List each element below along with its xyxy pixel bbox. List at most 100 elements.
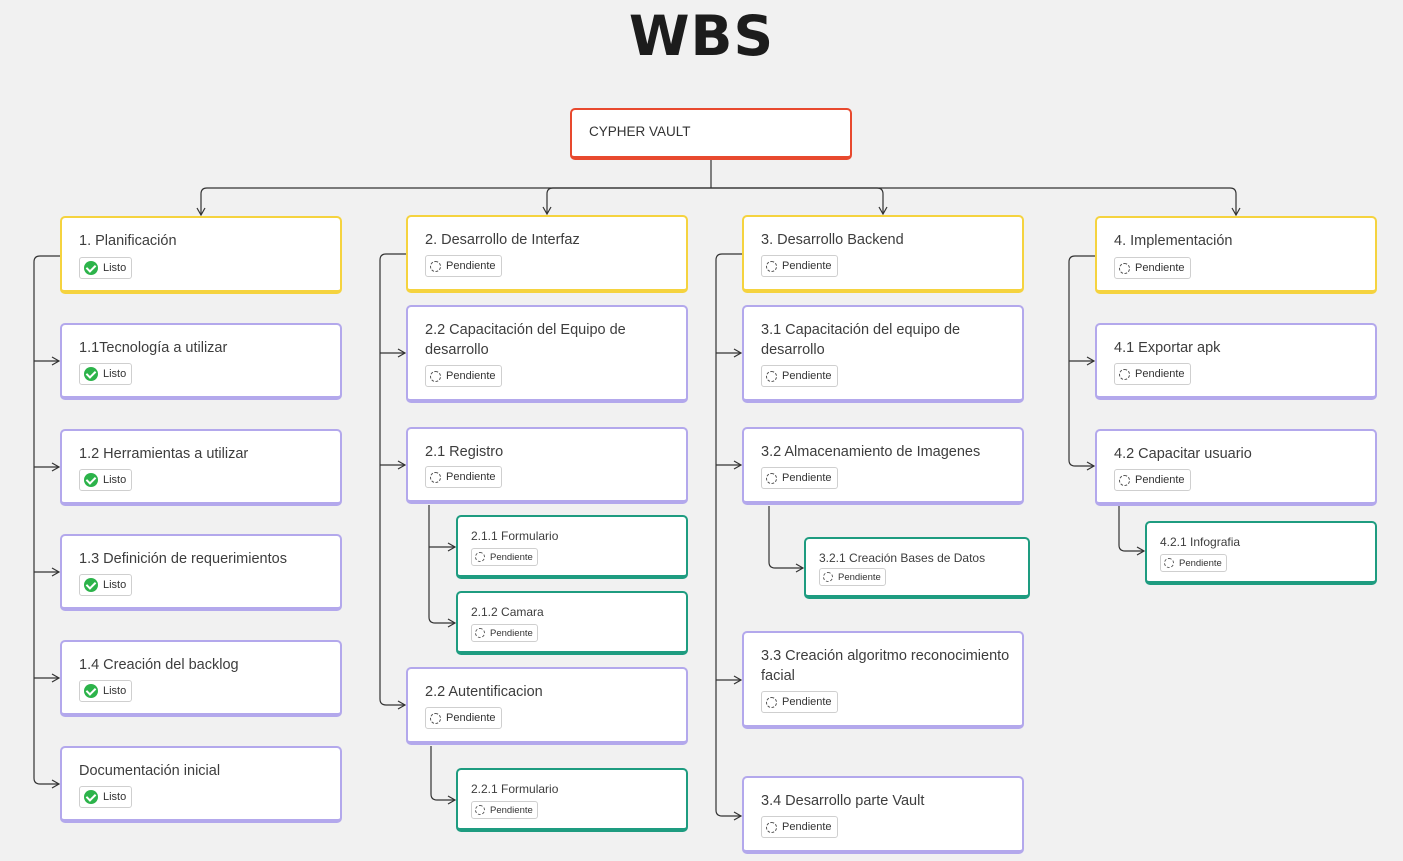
node-1-1[interactable]: 1.1Tecnología a utilizar Listo [60,323,342,400]
node-2-2-capacitacion[interactable]: 2.2 Capacitación del Equipo de desarroll… [406,305,688,403]
node-1-4[interactable]: 1.4 Creación del backlog Listo [60,640,342,717]
status-badge[interactable]: Pendiente [471,548,538,566]
node-3-3-algoritmo[interactable]: 3.3 Creación algoritmo reconocimiento fa… [742,631,1024,729]
node-2-2-1-formulario[interactable]: 2.2.1 Formulario Pendiente [456,768,688,832]
node-1-planificacion[interactable]: 1. Planificación Listo [60,216,342,294]
pending-circle-icon [430,260,441,272]
pending-circle-icon [475,805,485,815]
status-badge[interactable]: Pendiente [1114,469,1191,491]
status-text: Listo [103,579,127,591]
node-1-5[interactable]: Documentación inicial Listo [60,746,342,823]
pending-circle-icon [766,472,777,484]
pending-circle-icon [1119,368,1130,380]
check-circle-icon [84,684,98,698]
status-badge[interactable]: Pendiente [761,816,838,838]
node-label: 1.1Tecnología a utilizar [79,340,228,356]
status-text: Pendiente [838,571,881,583]
check-circle-icon [84,790,98,804]
node-label: 1.3 Definición de requerimientos [79,551,287,567]
node-4-implementacion[interactable]: 4. Implementación Pendiente [1095,216,1377,294]
pending-circle-icon [823,572,833,582]
status-text: Pendiente [446,712,496,724]
status-badge[interactable]: Pendiente [761,365,838,387]
status-text: Listo [103,474,127,486]
node-label: 3.3 Creación algoritmo reconocimiento fa… [761,648,1010,684]
node-2-1-registro[interactable]: 2.1 Registro Pendiente [406,427,688,504]
status-text: Pendiente [490,551,533,563]
status-badge[interactable]: Pendiente [761,467,838,489]
node-3-4-vault[interactable]: 3.4 Desarrollo parte Vault Pendiente [742,776,1024,854]
status-text: Pendiente [490,804,533,816]
node-4-1-exportar[interactable]: 4.1 Exportar apk Pendiente [1095,323,1377,400]
page-title: WBS [628,4,775,68]
pending-circle-icon [766,260,777,272]
status-badge[interactable]: Pendiente [425,365,502,387]
status-badge[interactable]: Listo [79,786,133,808]
node-label: 3.2 Almacenamiento de Imagenes [761,444,981,460]
node-label: 2.2.1 Formulario [471,782,559,796]
node-label: 2.1.1 Formulario [471,529,559,543]
node-label: CYPHER VAULT [589,124,691,139]
node-label: 2.1 Registro [425,444,504,460]
pending-circle-icon [766,821,777,833]
status-text: Pendiente [1135,368,1185,380]
status-badge[interactable]: Pendiente [425,466,502,488]
check-circle-icon [84,367,98,381]
node-label: 3.4 Desarrollo parte Vault [761,793,925,809]
pending-circle-icon [1119,474,1130,486]
status-text: Pendiente [446,370,496,382]
node-label: 3.1 Capacitación del equipo de desarroll… [761,322,961,358]
node-label: 1.4 Creación del backlog [79,657,239,673]
status-badge[interactable]: Pendiente [425,707,502,729]
node-1-3[interactable]: 1.3 Definición de requerimientos Listo [60,534,342,611]
status-badge[interactable]: Listo [79,574,133,596]
node-2-desarrollo-interfaz[interactable]: 2. Desarrollo de Interfaz Pendiente [406,215,688,293]
node-4-2-1-infografia[interactable]: 4.2.1 Infografia Pendiente [1145,521,1377,585]
status-badge[interactable]: Pendiente [1114,363,1191,385]
status-badge[interactable]: Listo [79,257,133,279]
pending-circle-icon [1164,558,1174,568]
status-badge[interactable]: Pendiente [471,801,538,819]
status-text: Listo [103,368,127,380]
node-label: 2.2 Capacitación del Equipo de desarroll… [425,322,626,358]
status-text: Pendiente [782,472,832,484]
node-3-desarrollo-backend[interactable]: 3. Desarrollo Backend Pendiente [742,215,1024,293]
status-badge[interactable]: Pendiente [425,255,502,277]
root-node[interactable]: CYPHER VAULT [570,108,852,160]
node-2-1-2-camara[interactable]: 2.1.2 Camara Pendiente [456,591,688,655]
status-text: Pendiente [782,696,832,708]
status-badge[interactable]: Listo [79,680,133,702]
pending-circle-icon [766,696,777,708]
node-3-2-1-bases-datos[interactable]: 3.2.1 Creación Bases de Datos Pendiente [804,537,1030,599]
node-3-1-capacitacion[interactable]: 3.1 Capacitación del equipo de desarroll… [742,305,1024,403]
status-text: Listo [103,791,127,803]
status-badge[interactable]: Pendiente [1114,257,1191,279]
status-badge[interactable]: Listo [79,363,133,385]
node-label: Documentación inicial [79,763,221,779]
status-badge[interactable]: Listo [79,469,133,491]
status-badge[interactable]: Pendiente [1160,554,1227,572]
node-label: 4.2.1 Infografia [1160,535,1241,549]
node-4-2-capacitar[interactable]: 4.2 Capacitar usuario Pendiente [1095,429,1377,506]
status-badge[interactable]: Pendiente [471,624,538,642]
node-label: 4.1 Exportar apk [1114,340,1221,356]
node-1-2[interactable]: 1.2 Herramientas a utilizar Listo [60,429,342,506]
node-2-2-autentificacion[interactable]: 2.2 Autentificacion Pendiente [406,667,688,745]
status-text: Pendiente [446,260,496,272]
node-label: 3. Desarrollo Backend [761,232,904,248]
status-text: Pendiente [782,370,832,382]
node-label: 4. Implementación [1114,233,1233,249]
pending-circle-icon [475,552,485,562]
node-label: 3.2.1 Creación Bases de Datos [819,551,986,565]
status-text: Pendiente [1135,262,1185,274]
status-text: Pendiente [1135,474,1185,486]
status-badge[interactable]: Pendiente [819,568,886,586]
status-text: Pendiente [1179,557,1222,569]
status-badge[interactable]: Pendiente [761,691,838,713]
node-3-2-almacenamiento[interactable]: 3.2 Almacenamiento de Imagenes Pendiente [742,427,1024,505]
status-text: Listo [103,262,127,274]
node-label: 1.2 Herramientas a utilizar [79,446,249,462]
node-2-1-1-formulario[interactable]: 2.1.1 Formulario Pendiente [456,515,688,579]
status-badge[interactable]: Pendiente [761,255,838,277]
status-text: Pendiente [446,471,496,483]
